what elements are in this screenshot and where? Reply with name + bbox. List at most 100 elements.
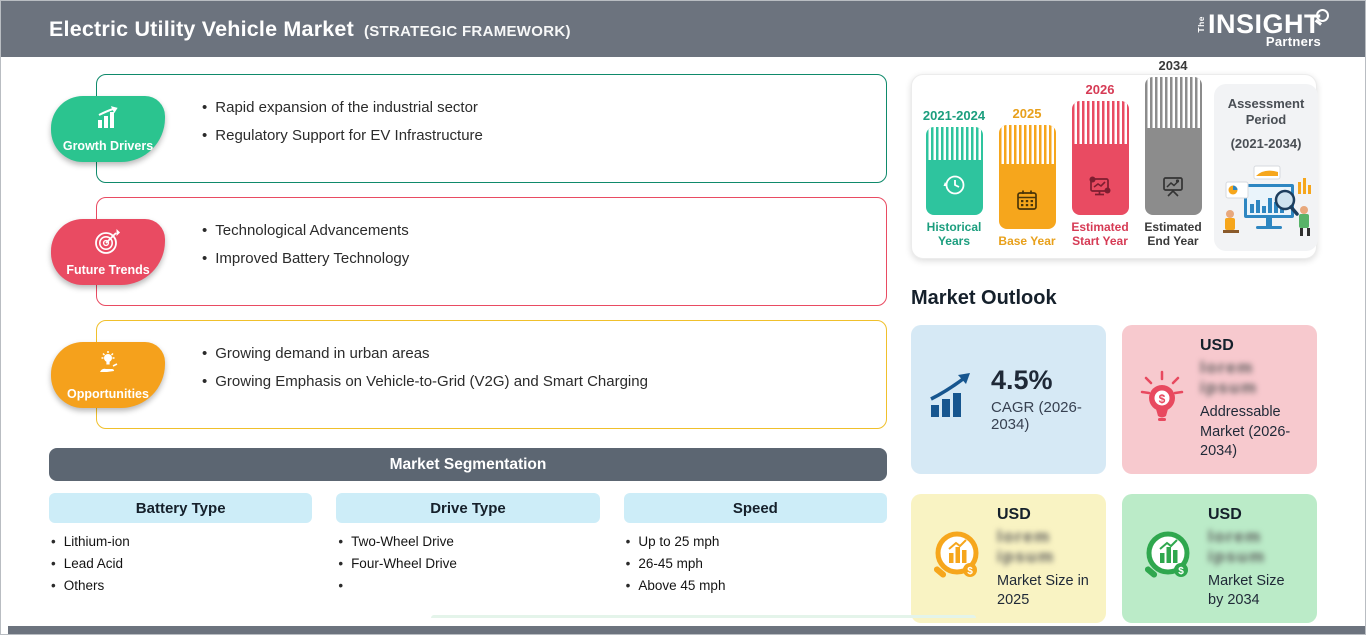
bar-label: Base Year bbox=[998, 234, 1056, 249]
analytics-illustration bbox=[1218, 160, 1314, 245]
column-items: Two-Wheel Drive Four-Wheel Drive bbox=[338, 534, 599, 593]
column-header: Speed bbox=[623, 493, 887, 523]
currency-label: USD bbox=[1200, 337, 1234, 354]
dollar-bulb-icon: $ bbox=[1136, 366, 1188, 433]
opportunities-badge: Opportunities bbox=[51, 342, 165, 408]
timeline-bar-estimated-end: 2034 bbox=[1142, 58, 1204, 249]
column-items: Up to 25 mph 26-45 mph Above 45 mph bbox=[626, 534, 887, 593]
magnifier-icon bbox=[1316, 8, 1329, 22]
cutoff-section-sliver bbox=[431, 615, 976, 618]
future-trends-badge: Future Trends bbox=[51, 219, 165, 285]
left-column: Growth Drivers Rapid expansion of the in… bbox=[49, 74, 887, 635]
svg-text:$: $ bbox=[1178, 566, 1184, 577]
timeline-bars: 2021-2024 Historical Years bbox=[922, 58, 1204, 251]
monitor-chart-icon bbox=[1086, 173, 1114, 204]
market-segmentation-title: Market Segmentation bbox=[389, 455, 547, 473]
currency-label: USD bbox=[1208, 505, 1242, 523]
page-title: Electric Utility Vehicle Market bbox=[49, 16, 354, 41]
list-item: Others bbox=[51, 578, 312, 593]
bar-year: 2021-2024 bbox=[922, 108, 986, 124]
currency-label: USD bbox=[997, 505, 1031, 523]
list-item: Growing demand in urban areas bbox=[202, 345, 886, 362]
cagr-text: 4.5% CAGR (2026-2034) bbox=[991, 365, 1092, 433]
magnifier-chart-orange-icon: $ bbox=[925, 527, 985, 590]
segmentation-column-speed: Speed Up to 25 mph 26-45 mph Above 45 mp… bbox=[623, 493, 887, 600]
segmentation-column-drive-type: Drive Type Two-Wheel Drive Four-Wheel Dr… bbox=[336, 493, 600, 600]
opportunities-label: Opportunities bbox=[67, 386, 149, 401]
list-item bbox=[338, 578, 599, 593]
growth-drivers-box: Growth Drivers Rapid expansion of the in… bbox=[51, 74, 887, 183]
growth-bars-arrow-icon bbox=[925, 371, 979, 428]
bar-stripes bbox=[1144, 77, 1202, 129]
masked-value: lorem ipsum bbox=[997, 526, 1055, 566]
cagr-value: 4.5% bbox=[991, 365, 1053, 396]
future-trends-box: Future Trends Technological Advancements… bbox=[51, 197, 887, 306]
bar bbox=[1144, 77, 1202, 216]
bar-label: Estimated End Year bbox=[1144, 220, 1202, 249]
growth-drivers-label: Growth Drivers bbox=[62, 138, 154, 153]
list-item: Four-Wheel Drive bbox=[338, 556, 599, 571]
list-item: Technological Advancements bbox=[202, 222, 886, 239]
magnifier-chart-green-icon: $ bbox=[1136, 527, 1196, 590]
right-column: 2021-2024 Historical Years bbox=[911, 58, 1318, 635]
list-item: Up to 25 mph bbox=[626, 534, 887, 549]
card-text: USD lorem ipsum Market Size by 2034 bbox=[1208, 506, 1303, 611]
growth-chart-icon bbox=[93, 105, 123, 137]
list-item: 26-45 mph bbox=[626, 556, 887, 571]
card-text: USD lorem ipsum Addressable Market (2026… bbox=[1200, 337, 1303, 462]
card-label: Market Size by 2034 bbox=[1208, 572, 1285, 609]
cagr-card: 4.5% CAGR (2026-2034) bbox=[911, 325, 1106, 474]
market-size-2034-card: $ USD lorem ipsum Market Size by 2034 bbox=[1122, 493, 1317, 623]
cagr-label: CAGR (2026-2034) bbox=[991, 399, 1082, 434]
bar bbox=[1071, 101, 1129, 216]
list-item: Rapid expansion of the industrial sector bbox=[202, 99, 886, 116]
timeline-bar-base: 2025 bbox=[996, 106, 1058, 249]
svg-text:$: $ bbox=[967, 566, 973, 577]
assessment-period-range: (2021-2034) bbox=[1230, 135, 1302, 151]
calendar-icon bbox=[1014, 187, 1040, 218]
cutoff-bottom-bar bbox=[8, 626, 1365, 634]
header: Electric Utility Vehicle Market (STRATEG… bbox=[1, 1, 1365, 57]
bar-stripes bbox=[925, 127, 983, 160]
outlook-cards: 4.5% CAGR (2026-2034) bbox=[911, 325, 1317, 623]
svg-text:$: $ bbox=[1159, 392, 1166, 406]
assessment-timeline-panel: 2021-2024 Historical Years bbox=[911, 58, 1318, 259]
list-item: Two-Wheel Drive bbox=[338, 534, 599, 549]
bar-year: 2025 bbox=[1012, 106, 1042, 122]
logo-partners: Partners bbox=[1265, 33, 1321, 49]
growth-drivers-list: Rapid expansion of the industrial sector… bbox=[97, 99, 886, 144]
masked-value: lorem ipsum bbox=[1208, 526, 1266, 566]
card-text: USD lorem ipsum Market Size in 2025 bbox=[997, 506, 1092, 611]
bar bbox=[998, 125, 1056, 230]
column-items: Lithium-ion Lead Acid Others bbox=[51, 534, 312, 593]
addressable-market-card: $ USD lorem ipsum Addressable Market (20… bbox=[1122, 325, 1317, 474]
bulb-hand-icon bbox=[93, 350, 123, 385]
logo-insight: INSIGHT bbox=[1207, 8, 1321, 39]
insight-partners-logo: The INSIGHT Partners bbox=[1196, 8, 1329, 49]
logo-the: The bbox=[1196, 15, 1207, 33]
list-item: Lithium-ion bbox=[51, 534, 312, 549]
column-header: Battery Type bbox=[49, 493, 313, 523]
page-subtitle: (STRATEGIC FRAMEWORK) bbox=[363, 22, 571, 40]
list-item: Improved Battery Technology bbox=[202, 250, 886, 267]
card-label: Market Size in 2025 bbox=[997, 572, 1089, 609]
bar-year: 2034 bbox=[1158, 58, 1188, 74]
list-item: Lead Acid bbox=[51, 556, 312, 571]
masked-value: lorem ipsum bbox=[1200, 358, 1258, 397]
presentation-icon bbox=[1159, 173, 1187, 204]
bar-year: 2026 bbox=[1085, 82, 1115, 98]
future-trends-label: Future Trends bbox=[66, 262, 150, 277]
list-item: Regulatory Support for EV Infrastructure bbox=[202, 127, 886, 144]
list-item: Growing Emphasis on Vehicle-to-Grid (V2G… bbox=[202, 373, 886, 390]
bar-stripes bbox=[1071, 101, 1129, 144]
timeline-bar-estimated-start: 2026 bbox=[1069, 82, 1131, 249]
market-outlook-title: Market Outlook bbox=[911, 287, 1057, 309]
growth-drivers-badge: Growth Drivers bbox=[51, 96, 165, 162]
title-wrap: Electric Utility Vehicle Market (STRATEG… bbox=[49, 17, 571, 42]
assessment-period-label: Assessment Period bbox=[1227, 96, 1305, 128]
main-content: Growth Drivers Rapid expansion of the in… bbox=[1, 57, 1365, 635]
market-size-2025-card: $ USD lorem ipsum Market Size in 2025 bbox=[911, 493, 1106, 623]
opportunities-box: Opportunities Growing demand in urban ar… bbox=[51, 320, 887, 429]
segmentation-column-battery-type: Battery Type Lithium-ion Lead Acid Other… bbox=[49, 493, 313, 600]
